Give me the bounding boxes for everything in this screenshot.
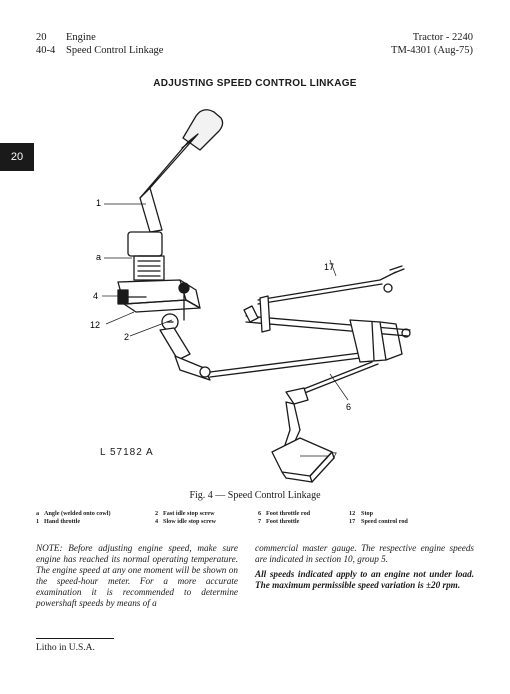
footer-divider <box>36 638 114 639</box>
callout-a: a <box>96 252 101 262</box>
foot-throttle-pedal <box>271 387 335 483</box>
header-left: 20 Engine 40-4 Speed Control Linkage <box>36 31 163 57</box>
foot-throttle-rod-line <box>209 351 369 378</box>
group-name: Speed Control Linkage <box>66 45 164 56</box>
callout-6: 6 <box>346 402 351 412</box>
note-paragraph: commercial master gauge. The respective … <box>255 543 474 564</box>
tractor-model: Tractor - 2240 <box>412 32 473 43</box>
throttle-crank-arm <box>159 327 211 381</box>
note-paragraph: All speeds indicated apply to an engine … <box>255 569 474 590</box>
callout-12: 12 <box>90 320 100 330</box>
throttle-pivot-assembly <box>117 231 201 313</box>
section-tab: 20 <box>0 143 34 171</box>
fast-idle-stop-screw <box>161 282 190 331</box>
note-paragraph: NOTE: Before adjusting engine speed, mak… <box>36 543 238 608</box>
group-line: 40-4 Speed Control Linkage <box>36 44 163 57</box>
page-number: 40-4 <box>36 45 56 56</box>
speed-control-rod-line <box>257 265 405 305</box>
header-right: Tractor - 2240 TM-4301 (Aug-75) <box>391 31 473 57</box>
pedal-link-rod <box>295 361 379 395</box>
hand-throttle-lever <box>139 109 224 233</box>
plate-id: L 57182 A <box>100 447 154 458</box>
manual-number: TM-4301 (Aug-75) <box>391 45 473 56</box>
callout-2: 2 <box>124 332 129 342</box>
slow-idle-stop-screw <box>117 289 147 305</box>
figure-caption: Fig. 4 — Speed Control Linkage <box>189 490 321 501</box>
section-number: 20 <box>36 32 47 43</box>
cross-shaft <box>243 295 411 363</box>
callout-1: 1 <box>96 198 101 208</box>
page-title: ADJUSTING SPEED CONTROL LINKAGE <box>153 78 357 89</box>
callout-17: 17 <box>324 262 334 272</box>
note-left-column: NOTE: Before adjusting engine speed, mak… <box>36 543 238 613</box>
section-line: 20 Engine <box>36 31 163 44</box>
callout-7: 7 <box>332 451 337 461</box>
callout-4: 4 <box>93 291 98 301</box>
note-right-column: commercial master gauge. The respective … <box>255 543 474 595</box>
speed-control-linkage-illustration: 1 a 4 12 2 17 6 7 <box>90 109 411 483</box>
footer-litho: Litho in U.S.A. <box>36 643 95 653</box>
section-name: Engine <box>66 32 96 43</box>
